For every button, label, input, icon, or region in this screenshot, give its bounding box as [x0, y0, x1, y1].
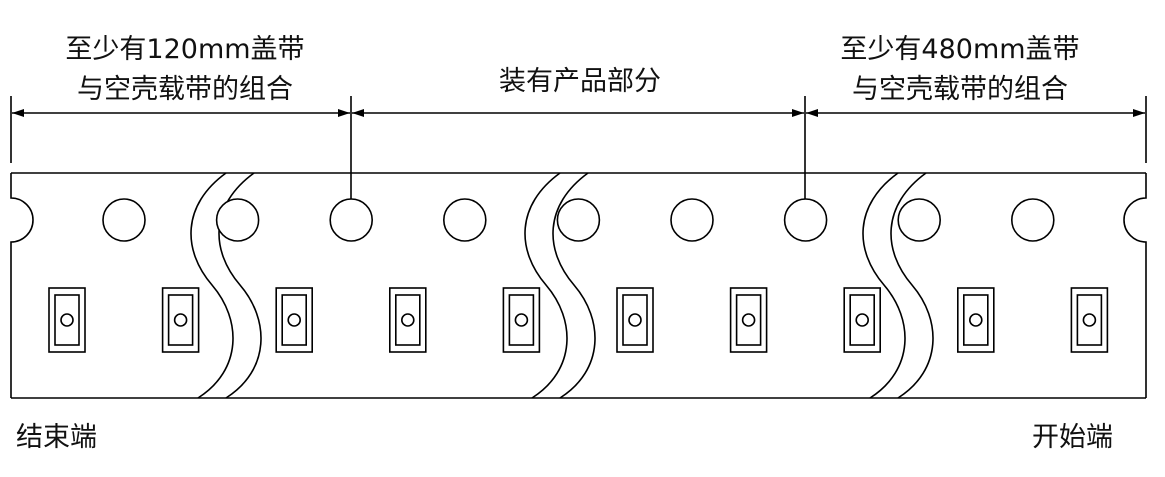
tape-right-edge [1123, 173, 1147, 398]
pocket-center-hole [1082, 313, 1097, 327]
component-pocket [956, 287, 995, 353]
tape-break-line [190, 172, 234, 399]
left-section-label-line1: 至少有120mm盖带 [65, 34, 305, 65]
tape-break-line [862, 172, 906, 399]
dimension-lines [10, 96, 1147, 205]
tape-breaks [190, 172, 934, 399]
pocket-center-hole [514, 313, 529, 327]
component-pocket [729, 287, 768, 353]
tape-break-line [552, 172, 596, 399]
pocket-center-hole [287, 313, 302, 327]
sprocket-hole [897, 198, 942, 242]
component-pocket [275, 287, 314, 353]
sprocket-hole [215, 198, 260, 242]
component-pocket [843, 287, 882, 353]
tape-left-edge [10, 173, 34, 398]
pocket-center-hole [855, 313, 870, 327]
sprocket-hole [1011, 198, 1055, 242]
component-pocket [161, 287, 200, 353]
component-pocket [1070, 287, 1109, 353]
right-section-label-line2: 与空壳载带的组合 [852, 74, 1068, 105]
sprocket-hole [442, 198, 487, 242]
sprocket-holes [102, 198, 1055, 242]
pocket-center-hole [60, 313, 74, 327]
component-pocket [48, 287, 86, 353]
tape-break-line [524, 172, 568, 399]
right-section-label: 至少有480mm盖带 与空壳载带的组合 [815, 30, 1105, 110]
left-section-label-line2: 与空壳载带的组合 [77, 74, 293, 105]
component-pockets [48, 287, 1109, 353]
tape-outline [10, 172, 1147, 399]
right-section-label-line1: 至少有480mm盖带 [840, 34, 1080, 65]
pocket-center-hole [741, 313, 756, 327]
component-pocket [388, 287, 427, 353]
component-pocket [502, 287, 541, 353]
pocket-center-hole [400, 313, 415, 327]
left-section-label: 至少有120mm盖带 与空壳载带的组合 [40, 30, 330, 110]
sprocket-hole [329, 198, 374, 242]
end-side-label: 结束端 [16, 422, 97, 453]
component-pocket [616, 287, 654, 353]
middle-section-label: 装有产品部分 [499, 66, 661, 97]
tape-break-line [890, 172, 934, 399]
pocket-center-hole [968, 313, 983, 327]
pocket-center-hole [173, 313, 188, 327]
pocket-center-hole [628, 313, 642, 327]
sprocket-hole [670, 198, 714, 242]
sprocket-hole [556, 198, 601, 242]
sprocket-hole [102, 198, 146, 242]
sprocket-hole [783, 198, 828, 242]
start-side-label: 开始端 [1032, 422, 1113, 453]
